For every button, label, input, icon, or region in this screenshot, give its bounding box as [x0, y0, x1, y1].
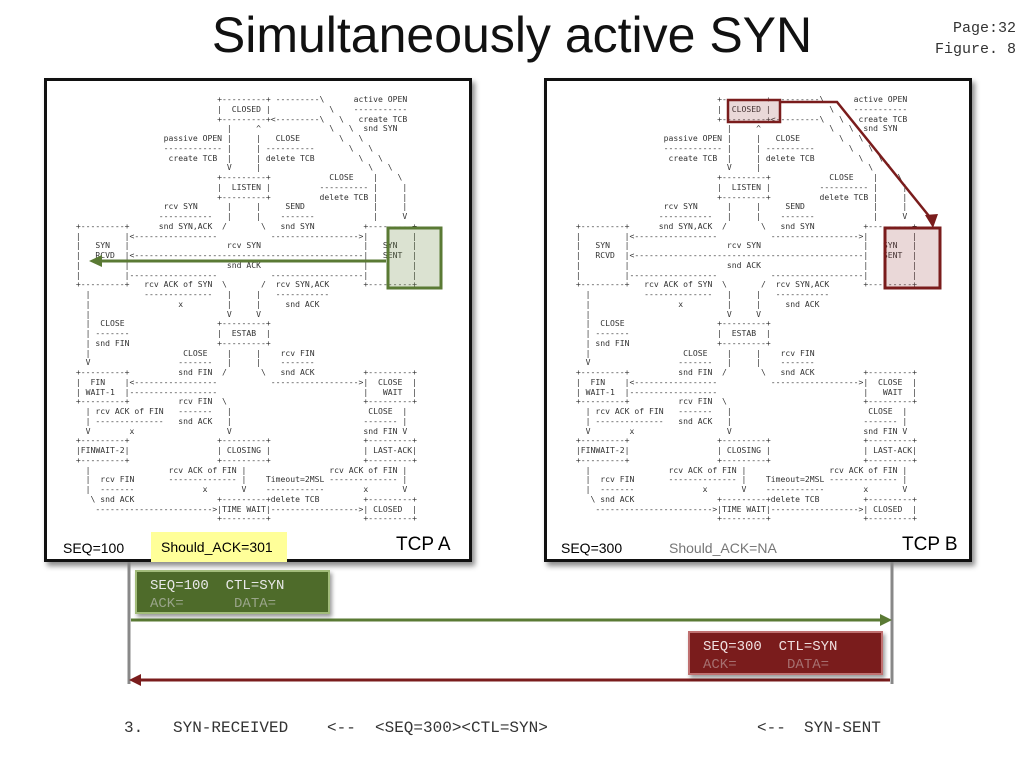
packet-a-ctl: CTL=SYN — [225, 578, 285, 594]
syn-a-to-b-arrowhead — [880, 614, 892, 626]
tcp-b-label: TCP B — [902, 534, 958, 555]
packet-a-ack: ACK= — [150, 596, 184, 612]
packet-a-data: DATA= — [234, 596, 277, 612]
closed-to-syn-sent-arrow-b — [780, 100, 934, 222]
tcp-a-state: SYN-RECEIVED — [173, 719, 289, 737]
should-ack-a: Should_ACK=301 — [151, 532, 287, 562]
incoming-arrow: <-- — [327, 719, 356, 737]
tcp-state-diagram-a: +---------+ ---------\ active OPEN | CLO… — [75, 94, 417, 524]
tcp-b-arrow: <-- — [757, 719, 786, 737]
tcp-b-state: SYN-SENT — [804, 719, 881, 737]
packet-b-ack: ACK= — [703, 657, 737, 673]
packet-b-data: DATA= — [787, 657, 830, 673]
syn-rcvd-arrowhead-a — [89, 255, 102, 267]
syn-b-to-a-arrowhead — [129, 674, 141, 686]
closed-to-syn-sent-arrowhead-b — [925, 214, 938, 228]
page-info: Page:32 Figure. 8 — [935, 18, 1016, 60]
figure-label: Figure. 8 — [934, 41, 1016, 58]
tcp-b-highlight-overlay — [726, 98, 942, 290]
slide-title: Simultaneously active SYN — [211, 7, 813, 63]
tcp-a-panel: +---------+ ---------\ active OPEN | CLO… — [44, 78, 472, 562]
tcp-a-label: TCP A — [396, 534, 451, 555]
packet-b-seq: SEQ=300 — [703, 639, 762, 655]
packet-b-to-a: SEQ=300 CTL=SYN ACK= DATA= — [688, 631, 883, 675]
page-number: Page:32 — [952, 20, 1016, 37]
packet-a-seq: SEQ=100 — [150, 578, 209, 594]
syn-sent-highlight-a — [386, 226, 443, 290]
seq-label-b: SEQ=300 — [561, 540, 623, 556]
tcp-b-panel: +---------+ ---------\ active OPEN | CLO… — [544, 78, 972, 562]
segment-text: <SEQ=300><CTL=SYN> — [375, 719, 548, 737]
packet-a-to-b: SEQ=100 CTL=SYN ACK= DATA= — [135, 570, 330, 614]
seq-label-a: SEQ=100 — [63, 540, 125, 556]
packet-b-ctl: CTL=SYN — [778, 639, 838, 655]
should-ack-b: Should_ACK=NA — [669, 540, 777, 556]
step-number: 3. — [124, 719, 144, 737]
syn-sent-highlight-b — [883, 226, 942, 290]
tcp-state-diagram-b: +---------+ ---------\ active OPEN | CLO… — [575, 94, 917, 524]
closed-highlight-b — [726, 98, 782, 124]
tcp-a-highlight-overlay — [89, 226, 443, 290]
